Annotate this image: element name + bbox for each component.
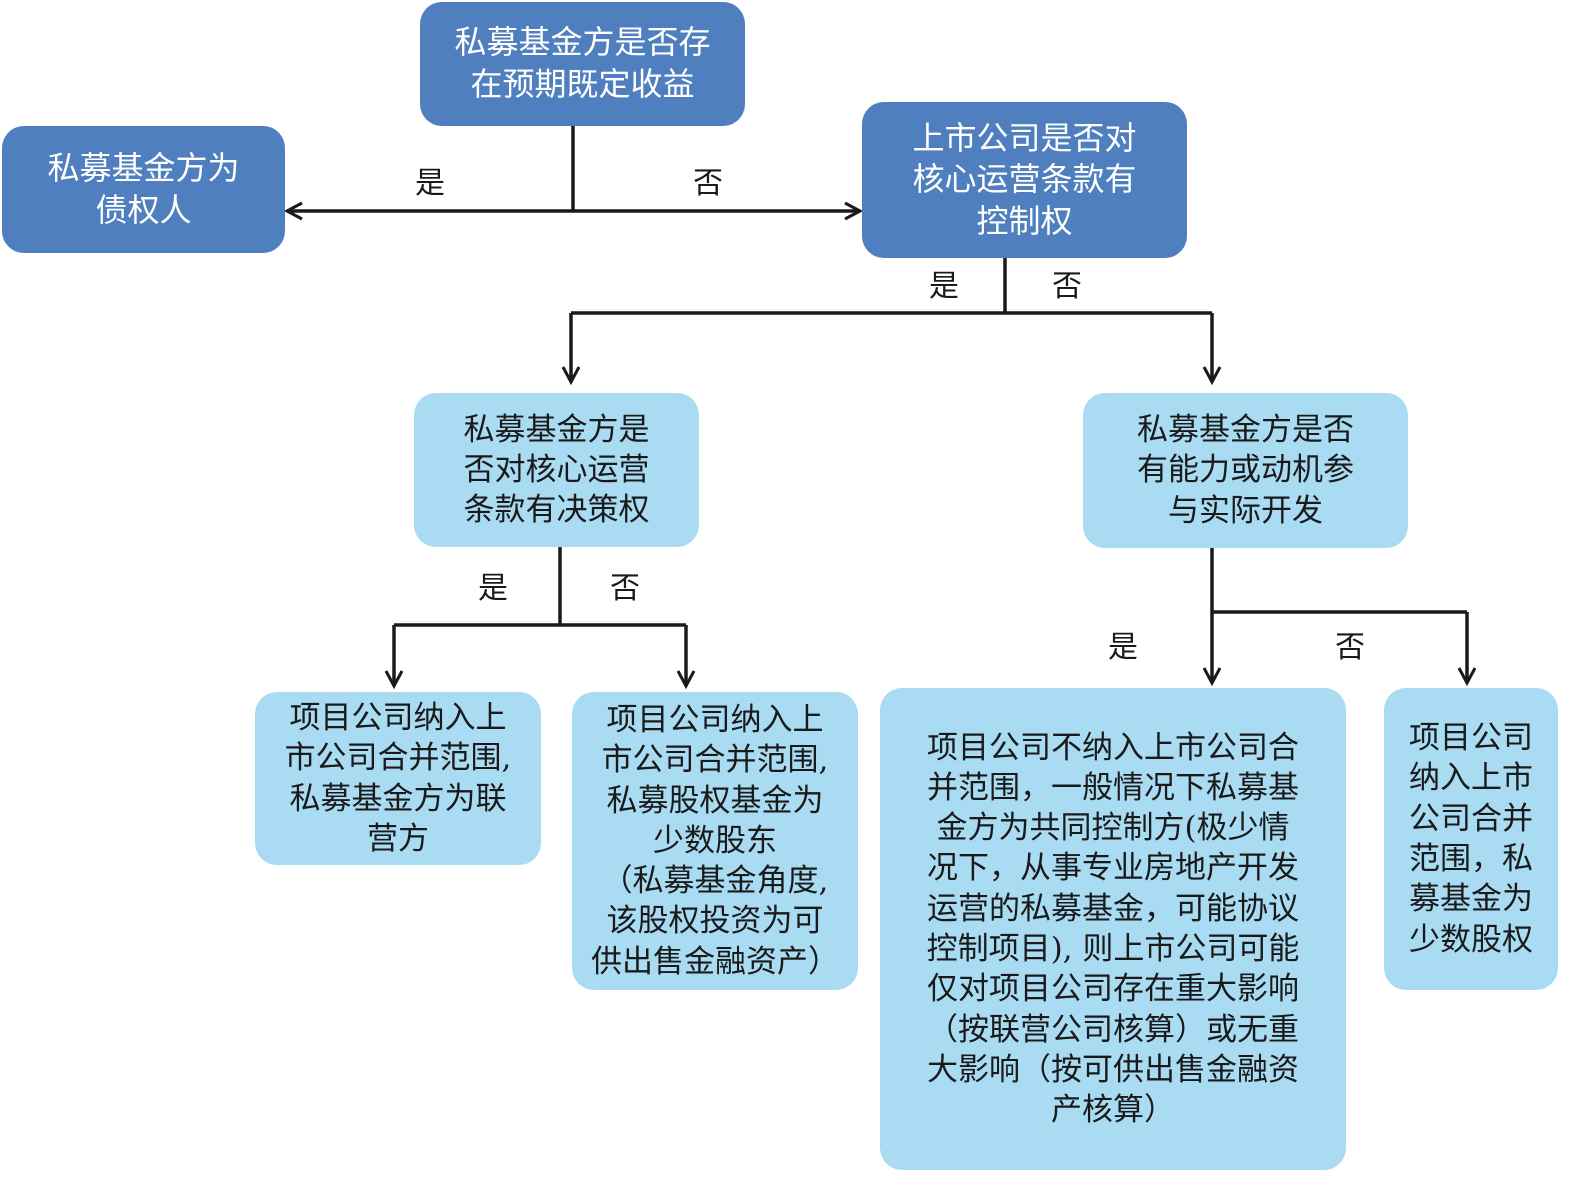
label-q4-no: 否 [1335, 630, 1365, 665]
node-result-minority-shareholder: 项目公司纳入上 市公司合并范围, 私募股权基金为 少数股东 （私募基金角度, 该… [572, 692, 858, 990]
label-q4-yes: 是 [1108, 630, 1138, 665]
node-q4-fund-development: 私募基金方是否 有能力或动机参 与实际开发 [1083, 393, 1408, 548]
label-q3-no: 否 [610, 571, 640, 606]
node-result-associate: 项目公司纳入上 市公司合并范围, 私募基金方为联 营方 [255, 692, 541, 865]
node-result-minority-equity: 项目公司 纳入上市 公司合并 范围，私 募基金为 少数股权 [1384, 688, 1558, 990]
node-result-joint-control: 项目公司不纳入上市公司合 并范围，一般情况下私募基 金方为共同控制方(极少情 况… [880, 688, 1346, 1170]
label-q2-yes: 是 [929, 269, 959, 304]
label-q1-yes: 是 [415, 166, 445, 201]
node-fund-creditor: 私募基金方为 债权人 [2, 126, 285, 253]
label-q1-no: 否 [693, 166, 723, 201]
label-q3-yes: 是 [478, 571, 508, 606]
label-q2-no: 否 [1052, 269, 1082, 304]
node-q3-fund-decision: 私募基金方是 否对核心运营 条款有决策权 [414, 393, 699, 547]
node-q1-expected-return: 私募基金方是否存 在预期既定收益 [420, 2, 745, 126]
node-q2-listed-control: 上市公司是否对 核心运营条款有 控制权 [862, 102, 1187, 258]
